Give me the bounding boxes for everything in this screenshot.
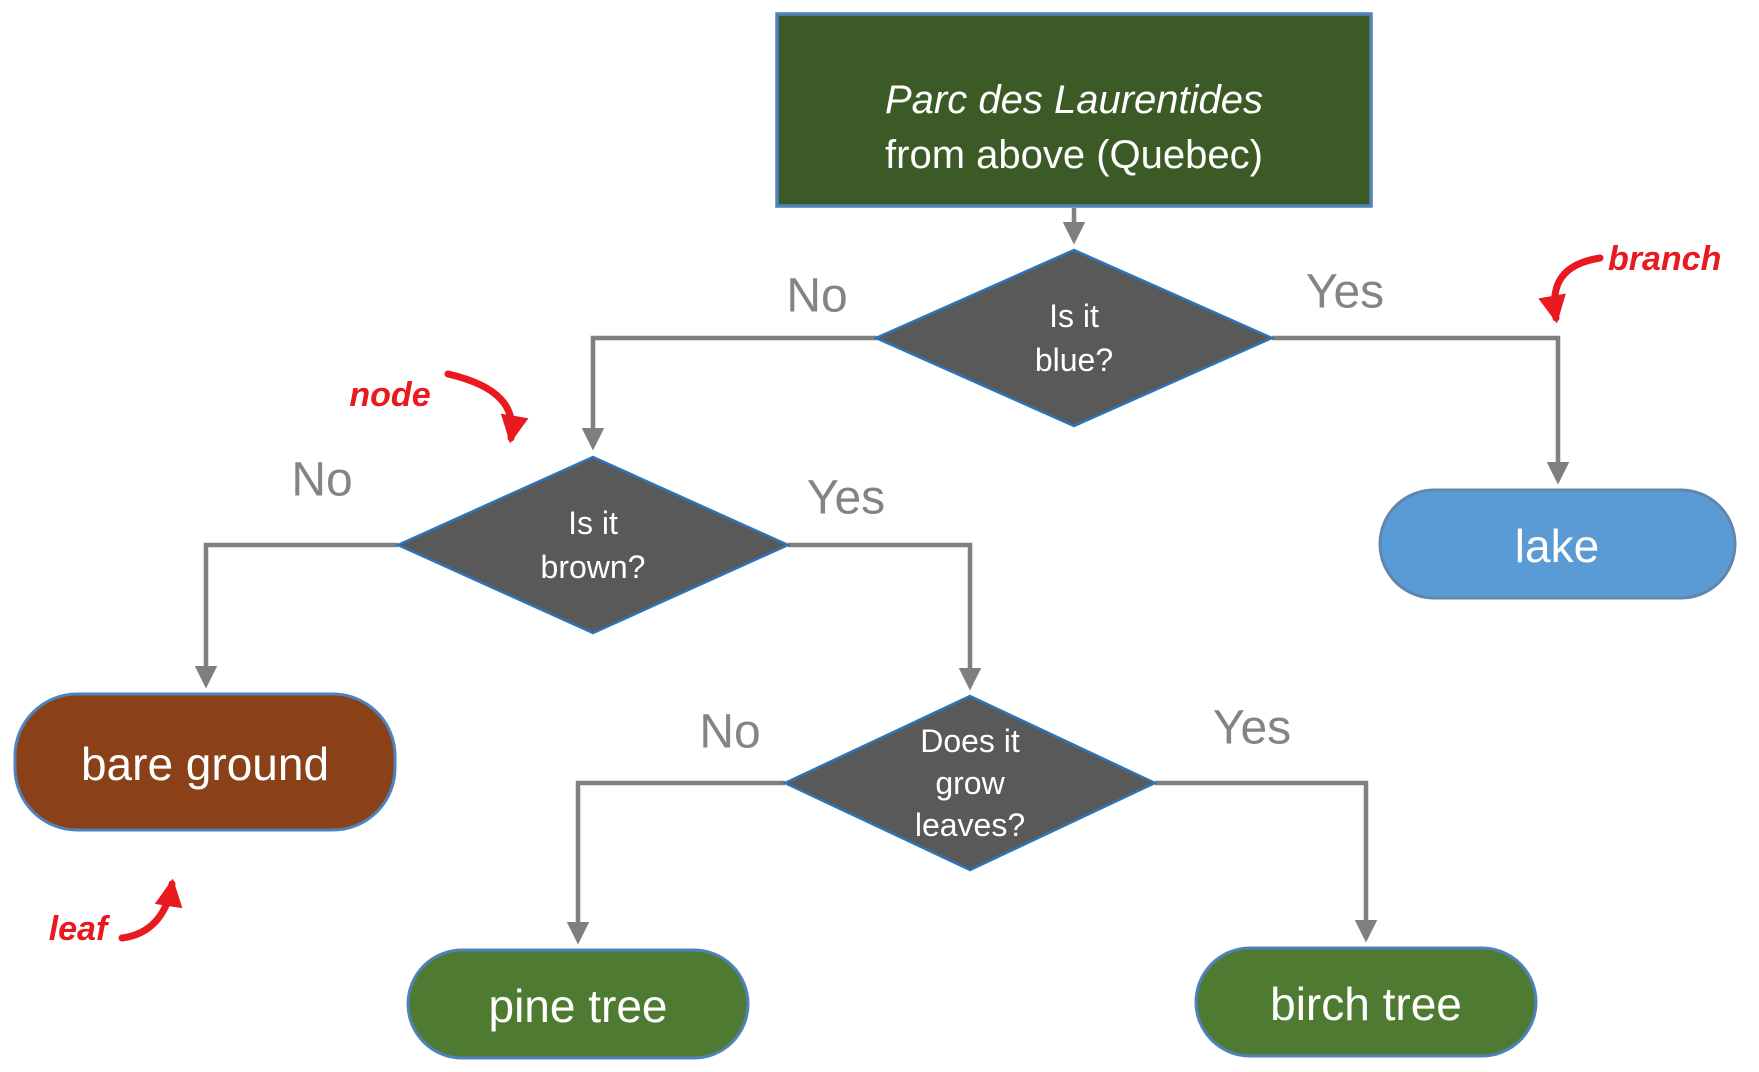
leaf-node-lake-label: lake xyxy=(1515,520,1599,572)
decision-node-blue-line2: blue? xyxy=(1035,342,1113,378)
decision-node-leaves-line2: grow xyxy=(935,765,1005,801)
edge-label-blue-no: No xyxy=(786,270,847,323)
decision-node-blue-line1: Is it xyxy=(1049,298,1099,334)
decision-node-brown-line2: brown? xyxy=(541,549,646,585)
decision-node-leaves: Does it grow leaves? xyxy=(782,694,1158,872)
decision-node-brown-diamond xyxy=(394,455,792,635)
leaf-node-lake-pill xyxy=(1378,488,1737,600)
decision-node-blue: Is it blue? xyxy=(872,248,1276,428)
decision-node-brown-line1: Is it xyxy=(568,505,618,541)
edge-label-leaves-no: No xyxy=(699,706,760,759)
connector-leaves-yes xyxy=(1155,780,1378,943)
leaf-node-pine-tree-label: pine tree xyxy=(488,980,667,1032)
decision-node-leaves-line3: leaves? xyxy=(915,807,1025,843)
root-node: Parc des Laurentides from above (Quebec) xyxy=(775,12,1373,208)
connector-blue-yes xyxy=(1272,335,1570,485)
root-node-box xyxy=(775,12,1373,208)
annotation-node-label: node xyxy=(349,376,430,414)
decision-node-leaves-line1: Does it xyxy=(920,723,1020,759)
annotation-node-arrow xyxy=(444,370,529,444)
decision-node-leaves-diamond xyxy=(782,694,1158,872)
leaf-node-bare-ground-pill xyxy=(13,692,397,832)
decision-node-brown: Is it brown? xyxy=(394,455,792,635)
edge-label-brown-yes: Yes xyxy=(807,472,885,525)
connector-brown-no xyxy=(194,542,398,689)
connector-leaves-no xyxy=(566,780,785,945)
leaf-node-birch-tree: birch tree xyxy=(1194,946,1538,1058)
leaf-node-lake: lake xyxy=(1378,488,1737,600)
root-node-title-line1: Parc des Laurentides xyxy=(885,78,1263,122)
leaf-node-birch-tree-label: birch tree xyxy=(1270,978,1462,1030)
annotation-leaf: leaf xyxy=(49,878,183,948)
annotation-branch-arrow xyxy=(1538,254,1604,324)
leaf-node-pine-tree: pine tree xyxy=(406,948,750,1060)
root-node-title-line2: from above (Quebec) xyxy=(885,133,1263,177)
leaf-node-bare-ground: bare ground xyxy=(13,692,397,832)
leaf-node-bare-ground-label: bare ground xyxy=(81,738,329,790)
annotation-branch: branch xyxy=(1538,240,1721,324)
edge-label-blue-yes: Yes xyxy=(1306,266,1384,319)
annotation-node: node xyxy=(349,370,529,444)
annotation-leaf-arrow xyxy=(118,878,183,942)
leaf-node-pine-tree-pill xyxy=(406,948,750,1060)
annotation-leaf-label: leaf xyxy=(49,910,111,948)
leaf-node-birch-tree-pill xyxy=(1194,946,1538,1058)
edge-label-leaves-yes: Yes xyxy=(1213,702,1291,755)
connector-brown-yes xyxy=(788,542,982,691)
edge-label-brown-no: No xyxy=(291,454,352,507)
annotation-branch-label: branch xyxy=(1608,240,1721,278)
connector-blue-no xyxy=(581,335,877,451)
decision-node-blue-diamond xyxy=(872,248,1276,428)
